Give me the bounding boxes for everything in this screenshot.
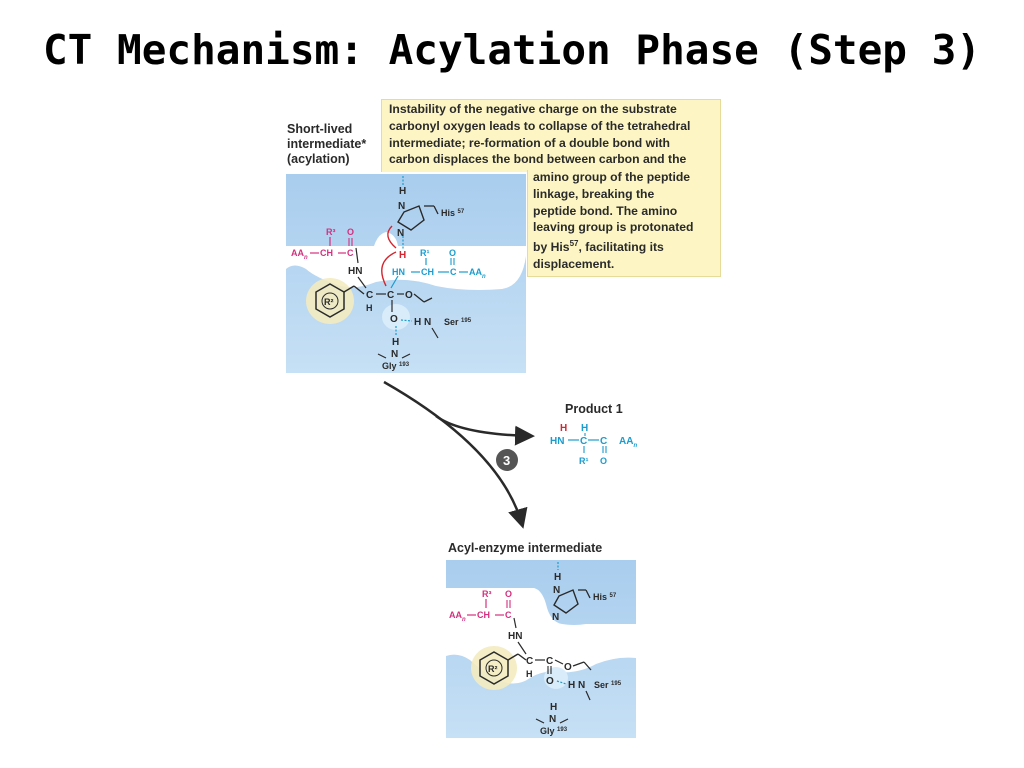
electron-arrow-1 [387,225,397,249]
cyan-c: C [450,267,457,277]
step-circle [496,449,518,471]
slide-title: CT Mechanism: Acylation Phase (Step 3) [43,26,981,74]
ser-oxygen: O [564,662,572,673]
bottom-hn: HN [508,631,522,642]
callout-line: carbon displaces the bond between carbon… [389,152,687,167]
product-diagram: H H HN C C AAn R¹ O [550,423,637,466]
gly-label: Gly 193 [540,726,568,736]
aa-label: AAn [449,610,466,623]
arrow-to-product [435,414,535,446]
o-label: O [347,227,354,237]
cyan-r1: R¹ [420,248,430,258]
his-label: His 57 [593,592,617,602]
alpha-h: H [366,303,373,313]
r3-label: R³ [326,227,336,237]
imidazole-ring [397,205,425,231]
r3-label: R³ [482,589,492,599]
ser-hn: H N [568,680,585,691]
ser-oxygen: O [405,290,413,301]
benzene-circle [321,292,339,310]
step-number: 3 [503,453,510,468]
ser-label: Ser 195 [444,317,472,327]
oxyanion-o: O [390,314,398,325]
product-c1: C [580,436,587,447]
alpha-carbon: C [366,290,373,301]
top-hn: HN [348,266,362,277]
gly-label: Gly 193 [382,361,410,371]
hydrophobic-pocket [306,278,354,324]
callout-text-narrow: amino group of the peptide linkage, brea… [533,169,693,273]
top-panel-label: Short-lived intermediate* (acylation) [287,122,367,166]
product-o: O [600,456,607,466]
carbonyl-carbon: C [387,290,394,301]
imidazole-ring [553,589,579,614]
gly-h: H [550,702,557,713]
product-aa: AAn [619,436,637,449]
callout-box-top [381,99,721,172]
carbonyl-o: O [546,676,554,687]
callout-line: peptide bond. The amino [533,203,678,218]
product-hn: HN [550,436,564,447]
callout-line: carbonyl oxygen leads to collapse of the… [389,118,691,133]
oxyanion-glow [544,667,568,689]
his-n1: N [398,201,405,212]
bottom-panel-label: Acyl-enzyme intermediate [448,541,603,555]
alpha-h: H [526,669,533,679]
electron-arrow-2 [381,251,397,287]
c-label: C [347,248,354,258]
cyan-ch: CH [421,267,434,277]
gly-h: H [392,337,399,348]
callout-box-bottom [527,170,721,277]
r2-label: R² [324,297,334,307]
ser-hn: H N [414,317,431,328]
benzene-circle [485,659,503,677]
his-h: H [399,186,406,197]
callout-line: displacement. [533,257,615,272]
binding-pocket [286,232,526,290]
product-label: Product 1 [565,402,623,416]
callout-line: leaving group is protonated [533,220,694,235]
cyan-hn: HN [392,267,405,277]
alpha-carbon: C [526,656,533,667]
cyan-aa: AAn [469,267,486,280]
his-h: H [554,572,561,583]
reaction-arrows: 3 [383,380,535,529]
bottom-panel-diagram: R² C H C O O H N Ser 195 HN R³ AAn CH C … [446,560,636,738]
his-n1: N [553,585,560,596]
product-r1: R¹ [579,456,589,466]
gly-n: N [549,714,556,725]
callout-line: amino group of the peptide [533,170,691,184]
his-n2: N [552,612,559,623]
carbonyl-carbon: C [546,656,553,667]
product-c2: C [600,436,607,447]
ch-label: CH [320,248,333,258]
his-label: His 57 [441,208,465,218]
ch-label: CH [477,610,490,620]
oxyanion-glow [382,304,410,330]
aa-label: AAn [291,248,308,261]
callout-text-wide: Instability of the negative charge on th… [389,101,690,168]
his-n2: N [397,228,404,239]
cyan-o: O [449,248,456,258]
gly-n: N [391,349,398,360]
r2-label: R² [488,664,498,674]
callout-line: Instability of the negative charge on th… [389,102,677,116]
c-label: C [505,610,512,620]
o-label: O [505,589,512,599]
product-h-red: H [560,423,567,434]
callout-line: linkage, breaking the [533,186,655,201]
hydrophobic-pocket [471,646,517,690]
transfer-h: H [399,250,406,261]
top-panel-diagram: R² C H C O HN R³ AAn CH C O H N N His 57… [286,174,526,373]
ser-label: Ser 195 [594,680,622,690]
callout-line: intermediate; re-formation of a double b… [389,135,670,150]
product-h-cyan: H [581,423,588,434]
callout-line-his: by His57, facilitating its [533,239,664,255]
arrow-to-acyl-enzyme [383,380,528,529]
